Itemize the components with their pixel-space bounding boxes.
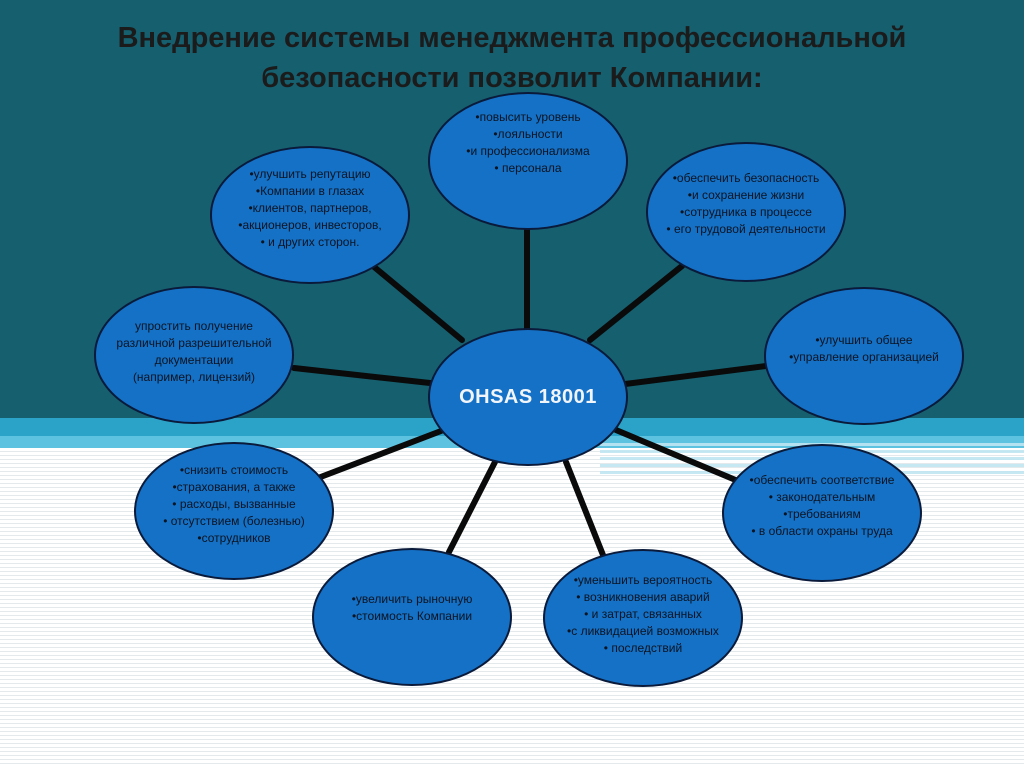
node-line: •уменьшить вероятность	[573, 572, 713, 587]
node-line: •увеличить рыночную	[351, 592, 473, 606]
node-line: (например, лицензий)	[132, 370, 256, 384]
node-safety-text: •обеспечить безопасность •и сохранение ж…	[666, 170, 825, 238]
node-accidents: •уменьшить вероятность • возникновения а…	[543, 549, 743, 687]
node-line: •и профессионализма	[466, 144, 590, 158]
node-line: • в области охраны труда	[751, 524, 893, 538]
connector-market-value	[446, 459, 498, 555]
node-line: • его трудовой деятельности	[666, 222, 826, 236]
node-market-value: •увеличить рыночную •стоимость Компании	[312, 548, 512, 686]
node-line: •акционеров, инвесторов,	[238, 217, 382, 232]
node-line: •управление организацией	[789, 350, 939, 364]
node-line: •страхования, а также	[172, 479, 296, 494]
node-line: • и других сторон.	[260, 234, 360, 249]
node-market-value-text: •увеличить рыночную •стоимость Компании	[352, 591, 473, 625]
title-line-2: безопасности позволит Компании:	[261, 62, 763, 94]
node-line: •обеспечить соответствие	[749, 473, 895, 487]
node-line: •улучшить общее	[815, 333, 913, 347]
node-line: •лояльности	[493, 127, 563, 141]
node-reputation: •улучшить репутацию •Компании в глазах •…	[210, 146, 410, 284]
node-line: • персонала	[494, 161, 562, 175]
node-line: •сотрудника в процессе	[680, 205, 812, 219]
node-insurance-text: •снизить стоимость •страхования, а также…	[163, 462, 305, 547]
node-insurance: •снизить стоимость •страхования, а также…	[134, 442, 334, 580]
node-line: • расходы, вызванные	[172, 496, 296, 511]
node-line: • отсутствием (болезнью)	[163, 513, 305, 528]
connector-permits	[291, 365, 433, 386]
node-line: различной разрешительной	[116, 336, 272, 350]
node-line: документации	[154, 353, 234, 367]
node-line: •сотрудников	[197, 530, 271, 545]
connector-management	[622, 363, 769, 387]
center-node-label: OHSAS 18001	[459, 385, 597, 408]
center-node-ohsas: OHSAS 18001	[428, 328, 628, 466]
node-line: • последствий	[603, 640, 683, 655]
node-line: •улучшить репутацию	[249, 166, 371, 181]
node-line: упростить получение	[135, 319, 253, 333]
node-safety: •обеспечить безопасность •и сохранение ж…	[646, 142, 846, 282]
node-line: •с ликвидацией возможных	[567, 623, 719, 638]
title-line-1: Внедрение системы менеджмента профессион…	[117, 22, 907, 54]
slide-title: Внедрение системы менеджмента профессион…	[0, 18, 1024, 98]
connector-insurance	[315, 428, 444, 481]
node-accidents-text: •уменьшить вероятность • возникновения а…	[567, 572, 719, 657]
node-line: • возникновения аварий	[576, 589, 710, 604]
node-line: •и сохранение жизни	[687, 188, 805, 202]
connector-accidents	[563, 459, 606, 558]
node-line: • и затрат, связанных	[584, 606, 702, 621]
node-reputation-text: •улучшить репутацию •Компании в глазах •…	[238, 166, 381, 251]
node-line: •клиентов, партнеров,	[248, 200, 372, 215]
node-compliance-text: •обеспечить соответствие • законодательн…	[750, 472, 895, 540]
node-line: •снизить стоимость	[179, 462, 289, 477]
node-line: • законодательным	[768, 490, 876, 504]
node-line: •обеспечить безопасность	[672, 171, 820, 185]
node-loyalty-text: •повысить уровень •лояльности •и професс…	[466, 109, 589, 177]
node-line: •стоимость Компании	[351, 609, 473, 623]
connector-safety	[587, 263, 685, 343]
node-management: •улучшить общее •управление организацией	[764, 287, 964, 425]
node-compliance: •обеспечить соответствие • законодательн…	[722, 444, 922, 582]
node-permits: упростить получение различной разрешител…	[94, 286, 294, 424]
node-management-text: •улучшить общее •управление организацией	[789, 332, 939, 366]
connector-compliance	[613, 427, 741, 484]
connector-reputation	[370, 263, 465, 343]
node-line: •Компании в глазах	[255, 183, 365, 198]
node-loyalty: •повысить уровень •лояльности •и професс…	[428, 92, 628, 230]
node-permits-text: упростить получение различной разрешител…	[116, 318, 271, 386]
node-line: •повысить уровень	[475, 110, 581, 124]
node-line: •требованиям	[783, 507, 861, 521]
